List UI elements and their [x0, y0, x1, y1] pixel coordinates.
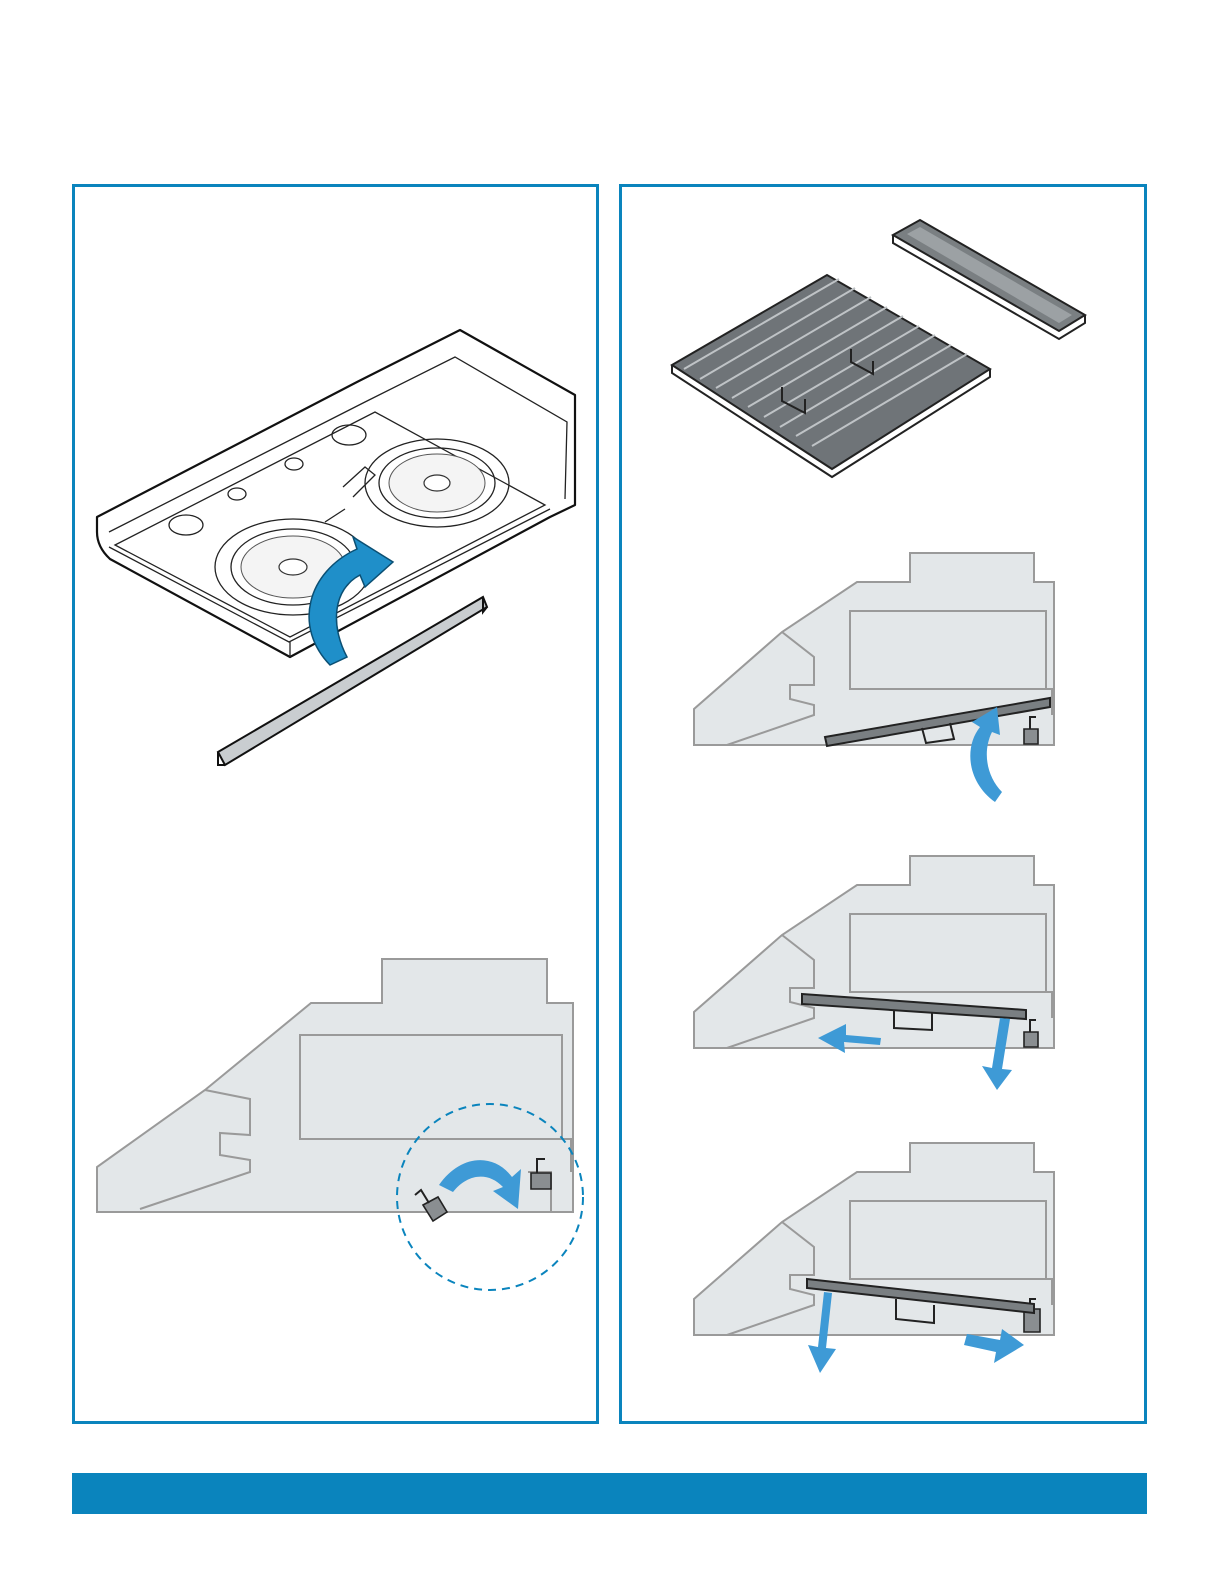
instruction-panel-left — [72, 184, 599, 1424]
section-insert-tilt — [694, 553, 1054, 802]
section-lower-filter — [694, 1143, 1054, 1373]
curved-arrow-icon — [970, 707, 1002, 802]
section-slide-filter — [694, 856, 1054, 1090]
filter-rail-part — [893, 220, 1085, 339]
grease-filter — [672, 275, 990, 477]
instruction-panel-right — [619, 184, 1147, 1424]
footer-bar — [72, 1473, 1147, 1514]
hood-cross-section-detail — [97, 959, 583, 1290]
left-panel-illustration — [75, 187, 602, 1427]
right-panel-illustration — [622, 187, 1150, 1427]
range-hood-underside — [97, 330, 575, 765]
